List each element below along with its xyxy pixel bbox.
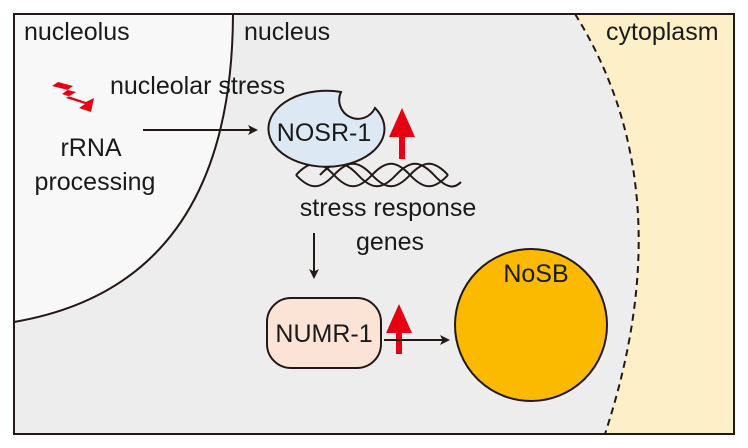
lightning-bolt-icon	[52, 82, 94, 112]
cytoplasm-label: cytoplasm	[606, 18, 719, 46]
nucleus-label: nucleus	[244, 18, 330, 46]
nucleolar-stress-label: nucleolar stress	[110, 72, 285, 100]
nosr1-protein	[267, 89, 386, 168]
nucleolus-boundary	[13, 13, 234, 323]
nuclear-envelope	[574, 13, 640, 435]
nosb-label: NoSB	[503, 260, 568, 288]
numr1-label: NUMR-1	[275, 320, 372, 348]
stress-response-label: stress response	[300, 194, 476, 222]
rrna-label: rRNA	[60, 134, 121, 162]
up-arrow-icon	[389, 108, 415, 159]
numr1-protein	[266, 297, 382, 369]
nosr1-label: NOSR-1	[277, 119, 371, 147]
outer-frame	[13, 13, 735, 435]
nucleolus-label: nucleolus	[24, 18, 130, 46]
genes-label: genes	[356, 228, 424, 256]
nosb-body	[454, 248, 608, 402]
processing-label: processing	[35, 168, 156, 196]
